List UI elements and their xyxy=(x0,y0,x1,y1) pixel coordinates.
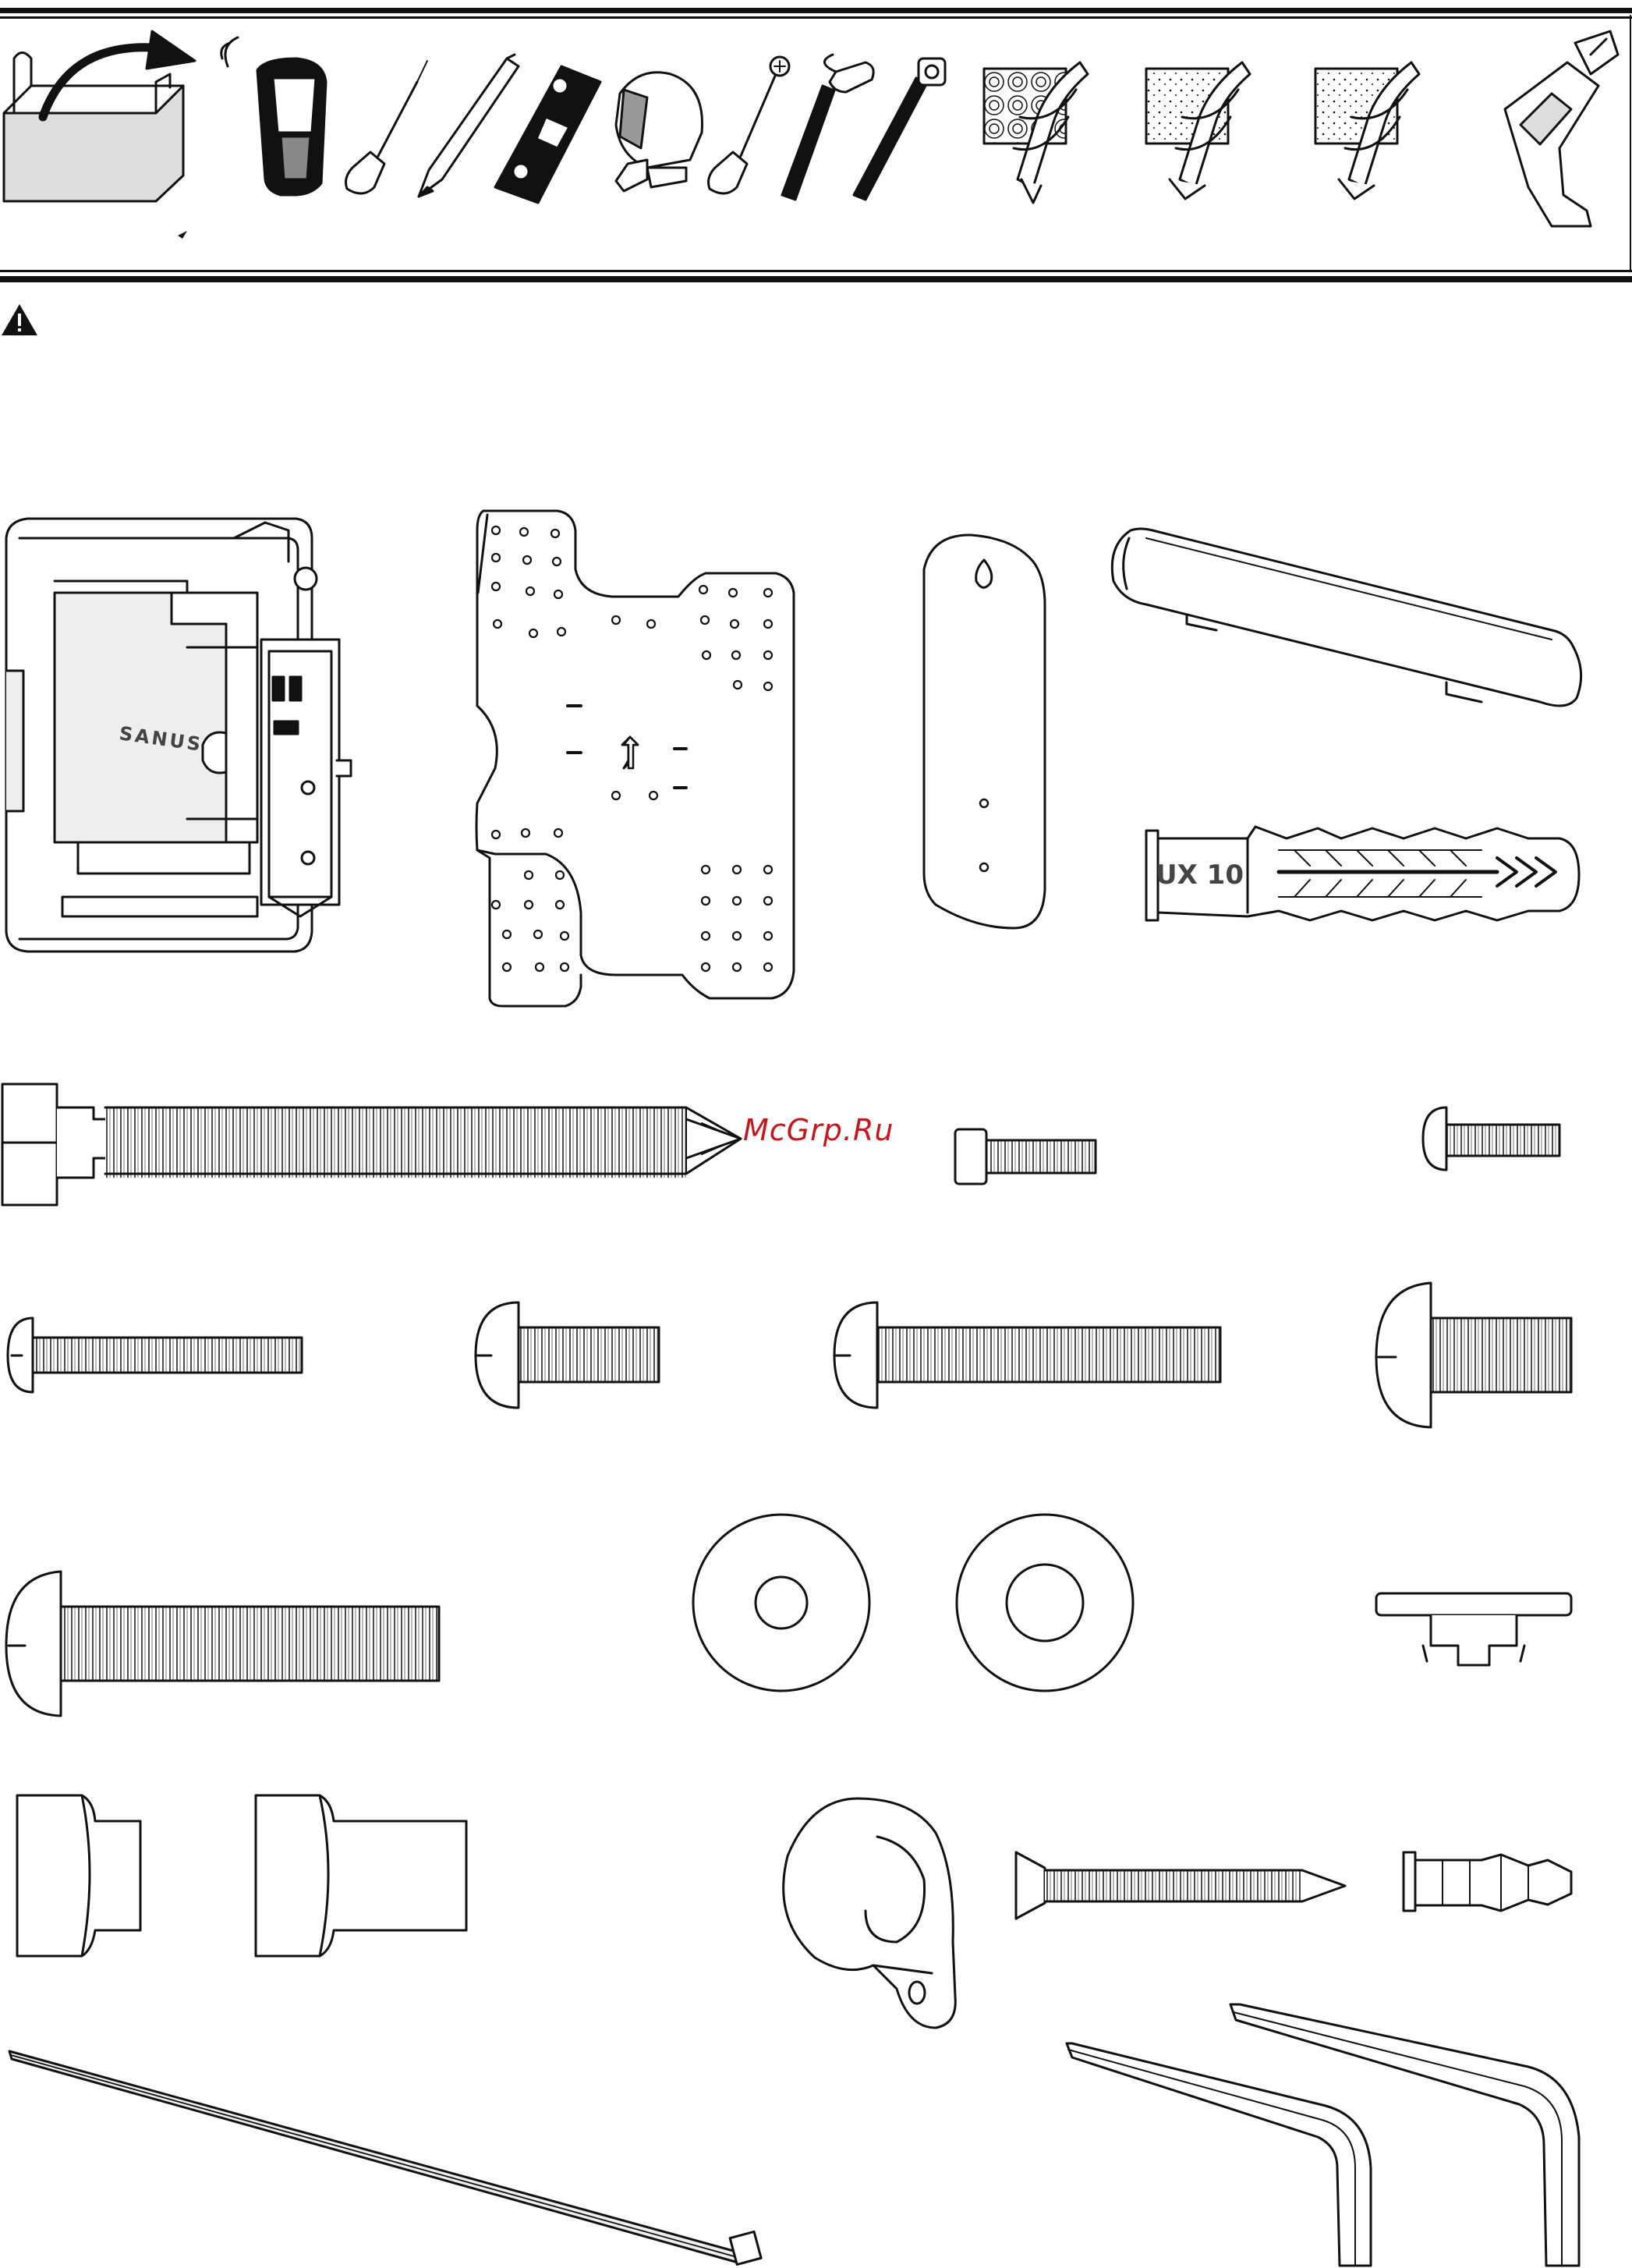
small-pan-head-screw-part xyxy=(1423,1107,1559,1170)
hammer-icon xyxy=(782,55,873,200)
watermark-text: McGrp.Ru xyxy=(743,1113,894,1147)
keyhole-plate-part xyxy=(924,535,1045,928)
lag-bolt-part xyxy=(2,1084,741,1205)
cable-tie-part xyxy=(9,2051,761,2265)
screw-m6-short xyxy=(476,1302,659,1408)
anchor-size-label: UX 10 xyxy=(1156,859,1244,891)
plastic-anchor-part xyxy=(1404,1852,1571,1911)
awl-icon xyxy=(346,61,427,193)
allen-key-large-part xyxy=(1230,2004,1579,2266)
spacer-long-part xyxy=(256,1795,466,1956)
level-icon xyxy=(495,66,600,203)
tape-measure-icon xyxy=(616,73,703,191)
screw-m8-short xyxy=(1376,1283,1571,1427)
locking-clip-part xyxy=(1376,1593,1571,1665)
washer-small-hole xyxy=(693,1515,869,1691)
power-drill-icon xyxy=(1505,31,1618,226)
tv-adapter-plate-part xyxy=(476,511,794,1006)
screw-m8-long xyxy=(6,1572,439,1716)
screw-m6-long xyxy=(834,1302,1220,1408)
wood-drill-bit-icon xyxy=(984,62,1088,203)
warning-icon xyxy=(2,304,37,335)
washer-large-hole xyxy=(957,1515,1133,1691)
stud-finder-icon xyxy=(221,37,326,195)
concrete-drill-bit-icon xyxy=(1315,62,1419,199)
brick-drill-bit-icon xyxy=(1146,62,1250,199)
phillips-screwdriver-icon xyxy=(709,57,789,193)
allen-key-small-part xyxy=(1067,2043,1371,2266)
spacer-short-part xyxy=(17,1795,140,1956)
wood-screw-part xyxy=(1016,1852,1345,1919)
toolbox-icon xyxy=(4,31,195,239)
cable-cover-part xyxy=(1112,529,1581,706)
cable-clip-part xyxy=(784,1798,956,2028)
socket-head-bolt-part xyxy=(955,1129,1096,1184)
screw-m4-short xyxy=(8,1318,302,1392)
